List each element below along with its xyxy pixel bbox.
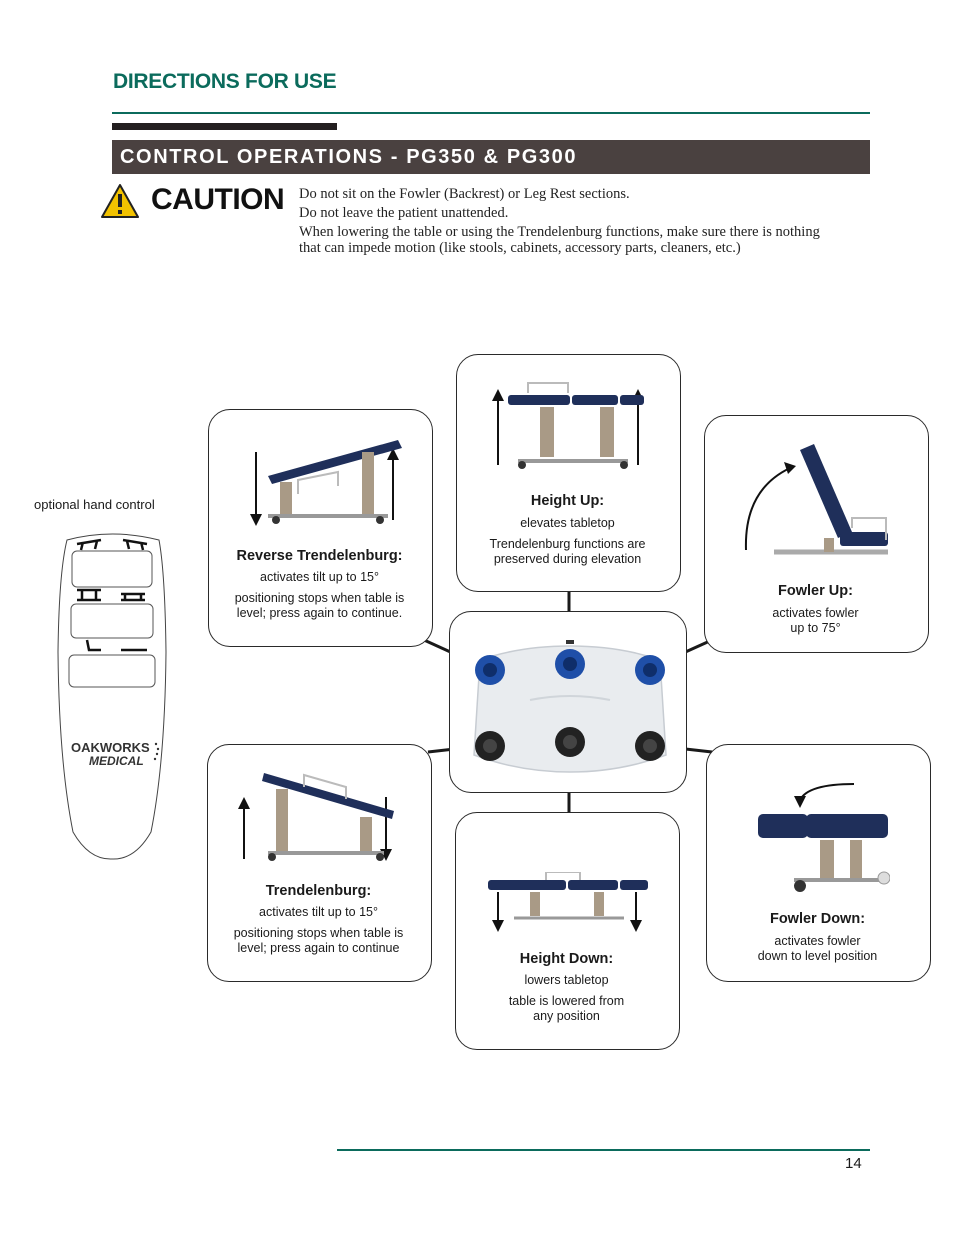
table-height-up-illustration <box>492 382 644 469</box>
reverse-trend-desc-1: activates tilt up to 15° <box>260 570 379 584</box>
height-down-panel <box>455 812 680 1050</box>
hand-control-brand-1: OAKWORKS <box>71 740 150 755</box>
trend-desc-1: activates tilt up to 15° <box>259 905 378 919</box>
height-up-desc-2a: Trendelenburg functions are <box>489 537 646 551</box>
height-up-panel <box>456 354 681 592</box>
fowler-down-button[interactable] <box>635 731 665 761</box>
fowler-down-panel <box>706 744 931 982</box>
reverse-trend-title: Reverse Trendelenburg: <box>236 548 403 564</box>
height-up-title: Height Up: <box>530 493 605 509</box>
table-trend-illustration <box>238 773 394 861</box>
caution-line-3b: that can impede motion (like stools, cab… <box>299 240 741 256</box>
caution-line-1: Do not sit on the Fowler (Backrest) or L… <box>299 186 630 202</box>
trend-desc-2a: positioning stops when table is <box>233 926 404 940</box>
height-down-desc-1: lowers tabletop <box>524 973 609 987</box>
reverse-trend-desc-2b: level; press again to continue. <box>236 606 403 620</box>
caution-heading: CAUTION <box>151 183 285 216</box>
trend-title: Trendelenburg: <box>265 883 372 899</box>
header-rule <box>112 112 870 114</box>
banner-title: CONTROL OPERATIONS - PG350 & PG300 <box>120 146 578 168</box>
table-fowler-down-illustration <box>758 783 890 892</box>
height-up-desc-1: elevates tabletop <box>520 516 615 530</box>
fowler-down-title: Fowler Down: <box>769 911 866 927</box>
reverse-trend-desc-2a: positioning stops when table is <box>234 591 405 605</box>
fowler-down-desc-1a: activates fowler <box>774 934 861 948</box>
table-fowler-up-illustration <box>744 444 888 555</box>
fowler-up-desc-1a: activates fowler <box>772 606 859 620</box>
fowler-up-desc-1b: up to 75° <box>790 621 841 635</box>
fowler-up-button[interactable] <box>635 655 665 685</box>
height-down-desc-2a: table is lowered from <box>508 994 625 1008</box>
trend-panel <box>207 744 432 982</box>
hand-control-illustration: OAKWORKS MEDICAL <box>57 533 167 860</box>
header-thick-rule <box>112 123 337 130</box>
section-banner: CONTROL OPERATIONS - PG350 & PG300 <box>112 140 870 174</box>
table-reverse-trend-illustration <box>250 440 402 526</box>
caution-line-3a: When lowering the table or using the Tre… <box>299 224 820 240</box>
table-height-down-illustration <box>488 872 648 932</box>
height-down-desc-2b: any position <box>533 1009 600 1023</box>
warning-triangle-icon <box>101 184 139 218</box>
height-down-title: Height Down: <box>519 951 614 967</box>
height-down-button[interactable] <box>555 727 585 757</box>
trend-desc-2b: level; press again to continue <box>237 941 400 955</box>
height-up-desc-2b: preserved during elevation <box>493 552 642 566</box>
trend-button[interactable] <box>475 731 505 761</box>
hand-control-brand-2: MEDICAL <box>89 754 144 768</box>
control-pad <box>473 640 667 773</box>
reverse-trend-button[interactable] <box>475 655 505 685</box>
section-title: DIRECTIONS FOR USE <box>113 70 337 93</box>
caution-line-2: Do not leave the patient unattended. <box>299 205 509 221</box>
hand-control-label: optional hand control <box>34 497 155 512</box>
footer-rule <box>337 1149 870 1151</box>
fowler-down-desc-1b: down to level position <box>757 949 878 963</box>
height-up-button[interactable] <box>555 649 585 679</box>
page-number: 14 <box>845 1155 862 1172</box>
fowler-up-title: Fowler Up: <box>778 583 853 599</box>
